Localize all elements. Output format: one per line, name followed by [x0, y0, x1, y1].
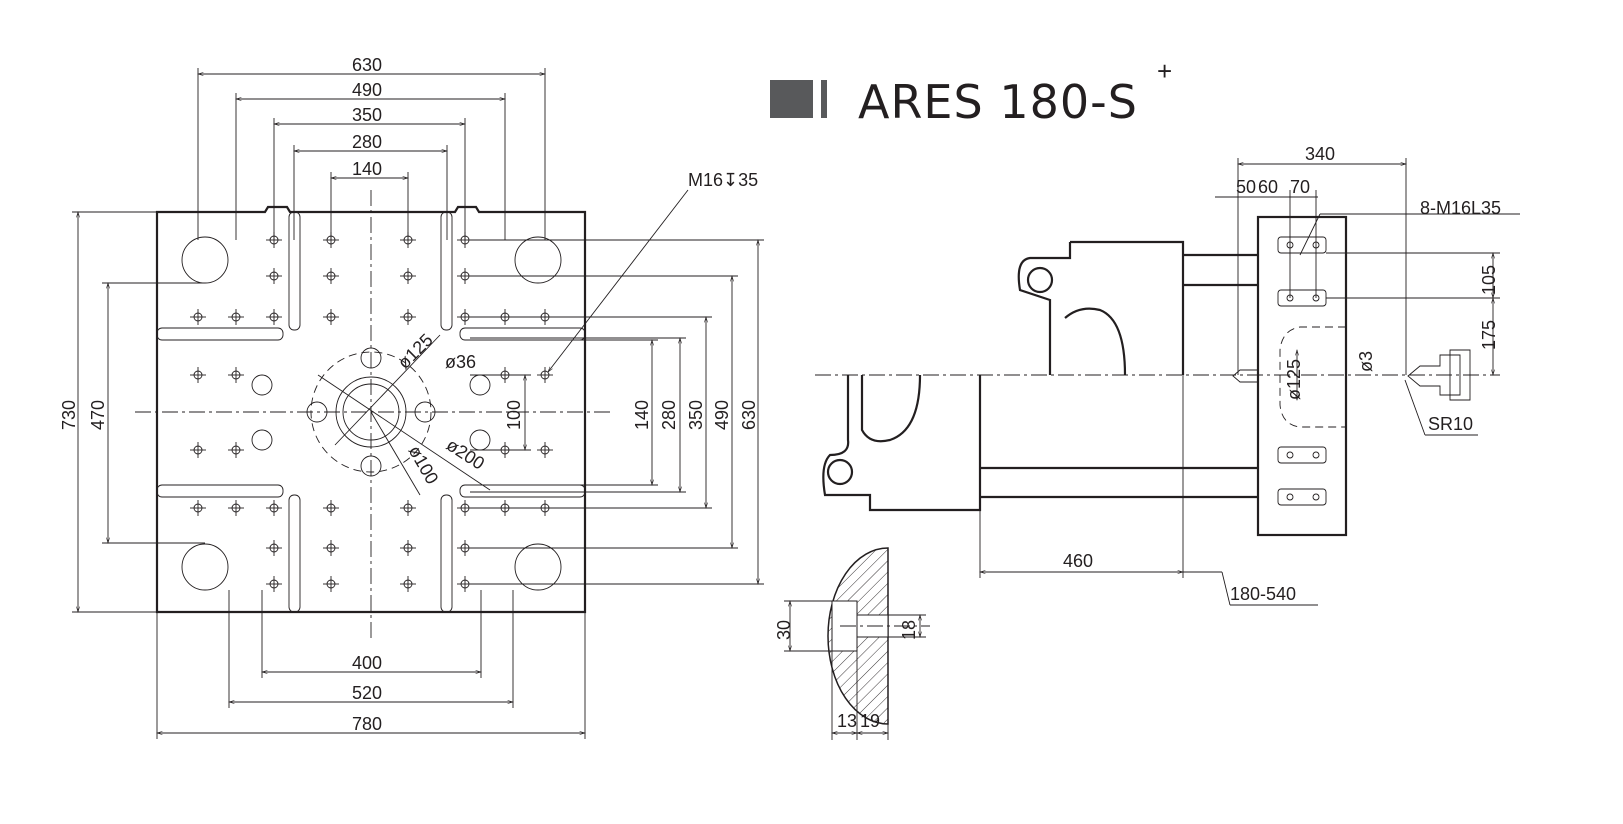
dim-630-right: 630 [739, 400, 759, 430]
tie-bar-upper [1183, 253, 1258, 287]
toggle-eye-lower [826, 458, 854, 486]
mounting-hole [190, 367, 206, 383]
toggle-eye-upper [1026, 266, 1054, 294]
mounting-hole [400, 576, 416, 592]
bolt-callout: 8-M16L35 [1420, 198, 1501, 218]
dia-200-label: ø200 [443, 435, 488, 474]
mounting-hole [266, 576, 282, 592]
dim-280-top: 280 [352, 132, 382, 152]
dim-175: 175 [1479, 320, 1499, 350]
mounting-hole [323, 309, 339, 325]
dia-3: ø3 [1356, 351, 1376, 372]
tie-bar-lower [980, 466, 1258, 499]
mounting-hole [228, 500, 244, 516]
mounting-hole [228, 367, 244, 383]
dim-730-left: 730 [59, 400, 79, 430]
mounting-hole [266, 309, 282, 325]
dim-350-top: 350 [352, 105, 382, 125]
dim-18: 18 [899, 620, 919, 640]
title-badge-block [770, 80, 813, 118]
mounting-hole [228, 309, 244, 325]
moving-platen-upper [1017, 240, 1185, 376]
mounting-hole [190, 309, 206, 325]
mounting-hole [537, 442, 553, 458]
mounting-hole [400, 309, 416, 325]
mounting-hole [266, 268, 282, 284]
mounting-hole [266, 500, 282, 516]
mounting-hole [323, 500, 339, 516]
dim-490-top: 490 [352, 80, 382, 100]
mounting-hole [228, 442, 244, 458]
mounting-hole [323, 576, 339, 592]
dim-50: 50 [1236, 177, 1256, 197]
dim-60: 60 [1258, 177, 1278, 197]
platen-front-view: 630 490 350 280 140 730 470 100 140 280 … [59, 55, 764, 739]
dia-36-label: ø36 [445, 352, 476, 372]
side-dia-125: ø125 [1284, 359, 1304, 400]
dim-19: 19 [860, 711, 880, 731]
title-badge-bar [821, 80, 827, 118]
dim-780-bottom: 780 [352, 714, 382, 734]
platen-dimension-lines [72, 68, 764, 739]
mounting-hole [400, 540, 416, 556]
dim-470-left: 470 [88, 400, 108, 430]
dim-100-right: 100 [504, 400, 524, 430]
dia-100-label: ø100 [405, 442, 443, 488]
side-dimension-lines [979, 158, 1520, 606]
mounting-hole [400, 268, 416, 284]
mounting-hole [190, 500, 206, 516]
mounting-hole [323, 540, 339, 556]
t-slot-section: 30 18 13 19 [774, 547, 930, 740]
dim-340: 340 [1305, 144, 1335, 164]
sprue-bushing [1232, 369, 1259, 383]
mounting-hole [537, 367, 553, 383]
dim-70: 70 [1290, 177, 1310, 197]
locating-ring [251, 334, 491, 496]
moving-platen-lower [822, 374, 982, 512]
dim-280-right: 280 [659, 400, 679, 430]
dim-105: 105 [1479, 265, 1499, 295]
dim-140-right: 140 [632, 400, 652, 430]
model-name: ARES 180-S [858, 75, 1138, 129]
dim-13: 13 [837, 711, 857, 731]
dim-520-bottom: 520 [352, 683, 382, 703]
dim-stroke: 180-540 [1230, 584, 1296, 604]
model-superscript: + [1157, 56, 1172, 86]
dim-630-top: 630 [352, 55, 382, 75]
nozzle [1407, 349, 1471, 401]
dim-460: 460 [1063, 551, 1093, 571]
thread-callout: M16↧35 [688, 170, 758, 190]
dim-400-bottom: 400 [352, 653, 382, 673]
side-view: 340 50 60 70 8-M16L35 105 175 ø125 ø3 SR… [815, 144, 1520, 606]
mounting-hole [323, 268, 339, 284]
dim-30: 30 [774, 620, 794, 640]
thread-leader [547, 189, 689, 373]
mounting-hole [190, 442, 206, 458]
dim-490-right: 490 [712, 400, 732, 430]
model-title: ARES 180-S + [770, 56, 1172, 129]
dim-350-right: 350 [686, 400, 706, 430]
dim-140-top: 140 [352, 159, 382, 179]
mounting-hole [400, 500, 416, 516]
dia-125-label: ø125 [394, 330, 437, 373]
sr10-label: SR10 [1428, 414, 1473, 434]
mounting-hole [266, 540, 282, 556]
locating-recess [1279, 326, 1346, 428]
